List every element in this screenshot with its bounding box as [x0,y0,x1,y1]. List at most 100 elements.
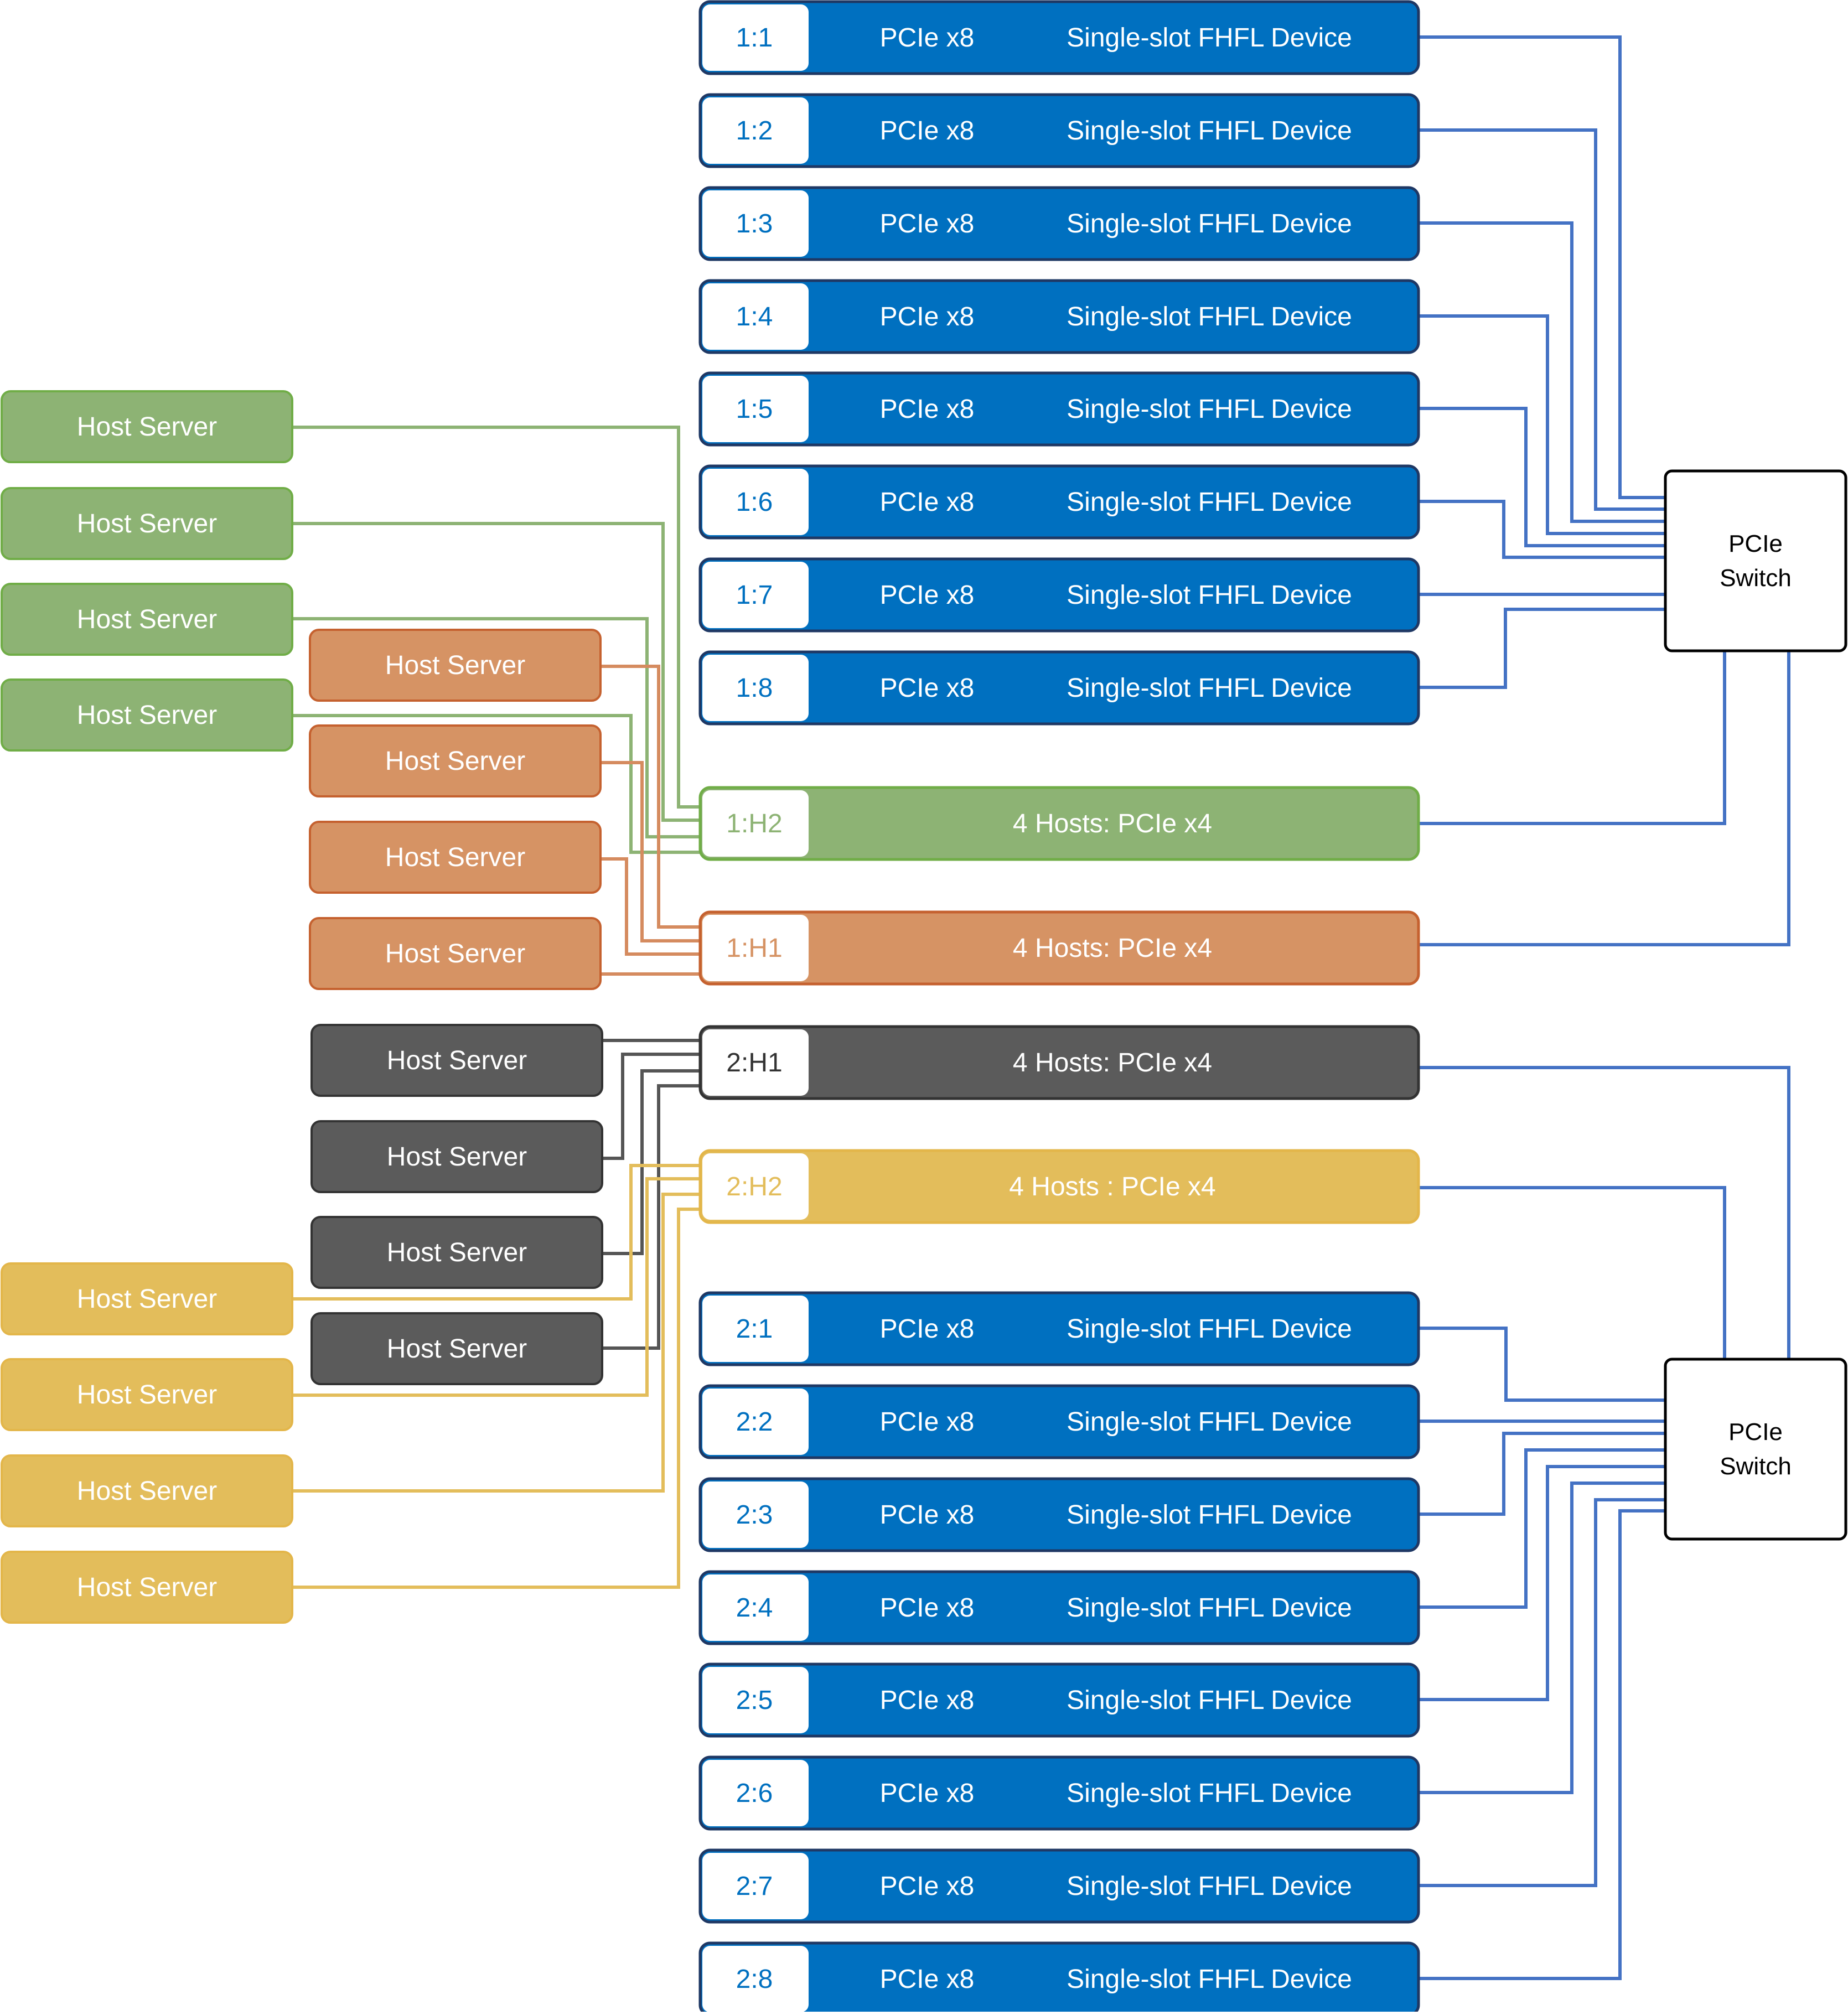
device-2-6-link: PCIe x8 [879,1778,975,1808]
device-2-1-desc: Single-slot FHFL Device [1067,1314,1352,1344]
host-server-gray-3 [310,1216,603,1289]
host-server-green-1 [1,390,293,463]
host-server-yellow-1-label: Host Server [76,1284,218,1314]
device-1-2-desc: Single-slot FHFL Device [1067,116,1352,146]
device-2-5-id-cell [702,1667,809,1733]
switch-line-2: Switch [1720,564,1792,592]
device-2-3-id-cell [702,1482,809,1548]
link-2-4 [1419,1448,1665,1609]
device-2-8-box [698,1941,1420,2012]
device-1-2-id: 1:2 [736,116,773,146]
device-1-2-id-cell [702,97,809,164]
host-server-yellow-4-label: Host Server [76,1572,218,1602]
host-server-yellow-2 [1,1358,293,1431]
device-2-5-id: 2:5 [736,1685,773,1715]
host-slot-1-H1-id-cell [702,915,809,981]
device-2-2-box [698,1384,1420,1459]
link-1-4 [1419,314,1665,535]
device-1-3-desc: Single-slot FHFL Device [1067,209,1352,239]
device-1-8-link: PCIe x8 [879,673,975,703]
device-1-7-id-cell [702,562,809,628]
host-server-green-1-label: Host Server [76,412,218,442]
host-server-gray-2-label: Host Server [386,1142,527,1172]
device-1-1-id: 1:1 [736,23,773,53]
link-2-h1 [1419,1066,1790,1359]
host-server-green-3 [1,583,293,656]
device-2-4-link: PCIe x8 [879,1593,975,1623]
link-1-h2 [1419,651,1726,825]
host-server-orange-1-label: Host Server [385,650,526,680]
device-1-5-id-cell [702,376,809,442]
device-1-4-id: 1:4 [736,302,773,331]
link-1-h1 [1419,651,1790,946]
device-1-6-box [698,464,1420,540]
device-2-1-id: 2:1 [736,1314,773,1344]
host-server-green-3-label: Host Server [76,604,218,634]
host-server-green-4 [1,678,293,752]
host-server-green-2 [1,487,293,560]
device-2-8-link: PCIe x8 [879,1964,975,1994]
host-server-orange-2 [309,724,602,797]
device-2-1-id-cell [702,1296,809,1362]
host-slot-2-H2-id: 2:H2 [726,1172,783,1201]
switch-line-1: PCIe [1728,1418,1783,1446]
device-1-4-desc: Single-slot FHFL Device [1067,302,1352,331]
host-server-gray-2 [310,1120,603,1193]
device-2-8-desc: Single-slot FHFL Device [1067,1964,1352,1994]
host-slot-1-H2-id-cell [702,790,809,857]
device-2-1-box [698,1291,1420,1366]
device-2-7-link: PCIe x8 [879,1871,975,1901]
device-1-7-id: 1:7 [736,580,773,610]
host-server-gray-4-label: Host Server [386,1334,527,1364]
host-server-orange-3 [309,821,602,894]
host-slot-2-H1-box [698,1025,1420,1100]
device-2-4-id-cell [702,1574,809,1641]
host-server-gray-4 [310,1312,603,1385]
host-server-yellow-3 [1,1454,293,1527]
device-1-4-id-cell [702,283,809,350]
device-2-8-id-cell [702,1946,809,2012]
device-1-3-id: 1:3 [736,209,773,239]
cable-green-3 [292,617,700,838]
device-1-6-id: 1:6 [736,487,773,517]
host-server-green-2-label: Host Server [76,509,218,538]
link-1-2 [1419,128,1665,511]
device-1-8-desc: Single-slot FHFL Device [1067,673,1352,703]
device-2-7-desc: Single-slot FHFL Device [1067,1871,1352,1901]
device-2-2-id-cell [702,1389,809,1455]
device-2-7-id: 2:7 [736,1871,773,1901]
link-1-3 [1419,221,1665,523]
device-2-4-desc: Single-slot FHFL Device [1067,1593,1352,1623]
link-2-3 [1419,1432,1665,1516]
host-server-orange-4-label: Host Server [385,939,526,968]
cable-orange-2 [601,761,700,942]
host-server-orange-1 [309,629,602,702]
device-1-2-box [698,93,1420,168]
device-2-2-desc: Single-slot FHFL Device [1067,1407,1352,1437]
device-2-1-link: PCIe x8 [879,1314,975,1344]
cable-green-4 [292,714,700,854]
device-1-7-desc: Single-slot FHFL Device [1067,580,1352,610]
cable-yellow-3 [292,1193,700,1493]
cable-yellow-1 [292,1164,700,1301]
cable-yellow-2 [292,1177,700,1397]
device-1-5-id: 1:5 [736,394,773,424]
host-slot-1-H2-box [698,786,1420,861]
device-2-6-id-cell [702,1760,809,1826]
host-slot-2-H1-label: 4 Hosts: PCIe x4 [1012,1048,1213,1078]
device-1-8-id: 1:8 [736,673,773,703]
device-2-8-id: 2:8 [736,1964,773,1994]
device-2-5-desc: Single-slot FHFL Device [1067,1685,1352,1715]
device-1-6-link: PCIe x8 [879,487,975,517]
device-1-4-link: PCIe x8 [879,302,975,331]
device-1-1-desc: Single-slot FHFL Device [1067,23,1352,53]
cable-yellow-4 [292,1208,700,1589]
host-slot-2-H2-label: 4 Hosts : PCIe x4 [1009,1172,1216,1201]
device-1-7-link: PCIe x8 [879,580,975,610]
host-server-gray-1-label: Host Server [386,1045,527,1075]
device-2-6-box [698,1755,1420,1831]
host-server-green-4-label: Host Server [76,700,218,730]
cable-orange-3 [601,857,700,956]
